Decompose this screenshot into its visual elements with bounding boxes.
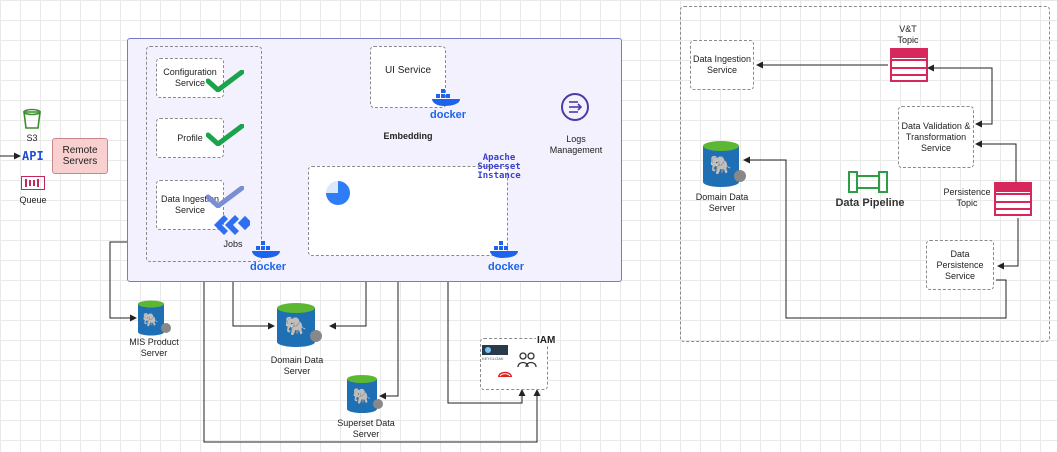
services-group xyxy=(146,46,262,262)
ui-service-box[interactable]: UI Service xyxy=(370,46,446,108)
mis-product-server-label: MIS Product Server xyxy=(129,337,179,358)
keycloak-label: KEYCLOAK xyxy=(482,356,504,361)
logs-management-icon xyxy=(560,92,590,127)
database-icon: 🐘 xyxy=(136,300,172,341)
docker-icon: docker xyxy=(430,88,467,121)
database-icon: 🐘 xyxy=(700,140,750,195)
svg-text:🐘: 🐘 xyxy=(710,155,732,176)
data-persistence-service-box[interactable]: Data Persistence Service xyxy=(926,240,994,290)
data-validation-service-label: Data Validation & Transformation Service xyxy=(901,120,971,153)
pipeline-data-ingestion-service-box[interactable]: Data Ingestion Service xyxy=(690,40,754,90)
s3-bucket-icon xyxy=(22,108,42,130)
data-pipeline-icon xyxy=(848,170,888,199)
jobs-label: Jobs xyxy=(223,239,243,249)
database-icon: 🐘 xyxy=(344,374,384,419)
data-ingestion-service-box[interactable]: Data Ingestion Service xyxy=(156,180,224,230)
checkmark-icon xyxy=(205,123,245,151)
ui-service-label: UI Service xyxy=(384,64,432,76)
pipeline-data-ingestion-service-label: Data Ingestion Service xyxy=(692,54,752,75)
data-validation-service-box[interactable]: Data Validation & Transformation Service xyxy=(898,106,974,168)
queue-icon xyxy=(21,176,45,190)
keycloak-logo-icon xyxy=(482,343,508,361)
users-group-icon xyxy=(517,350,537,373)
docker-icon: docker xyxy=(488,240,525,273)
svg-text:🐘: 🐘 xyxy=(353,387,372,405)
topic-icon xyxy=(994,182,1032,221)
profile-label: Profile xyxy=(177,132,203,143)
logs-management-label: Logs Management xyxy=(549,134,603,155)
pipeline-domain-data-server-label: Domain Data Server xyxy=(695,192,749,213)
checkmark-pending-icon xyxy=(205,185,245,213)
persistence-topic-label: Persistence Topic xyxy=(943,187,991,208)
superset-instance-box[interactable] xyxy=(308,166,508,256)
superset-data-server-label: Superset Data Server xyxy=(337,418,395,439)
redhat-sso-icon xyxy=(497,366,513,385)
embedding-label: Embedding xyxy=(378,131,438,142)
data-pipeline-region xyxy=(680,6,1050,342)
svg-text:🐘: 🐘 xyxy=(285,316,307,337)
superset-logo-icon xyxy=(323,180,353,211)
data-pipeline-title: Data Pipeline xyxy=(835,197,905,209)
queue-label: Queue xyxy=(19,195,47,205)
svg-text:🐘: 🐘 xyxy=(143,312,159,328)
s3-label: S3 xyxy=(26,133,38,143)
docker-wordmark: docker xyxy=(488,261,525,273)
data-ingestion-service-label: Data Ingestion Service xyxy=(160,194,220,215)
jobs-icon xyxy=(214,212,253,243)
domain-data-server-label: Domain Data Server xyxy=(270,355,324,376)
iam-label: IAM xyxy=(536,335,557,346)
docker-wordmark: docker xyxy=(250,261,287,273)
remote-servers-box[interactable]: Remote Servers xyxy=(52,138,108,174)
configuration-service-box[interactable]: Configuration Service xyxy=(156,58,224,98)
vt-topic-label: V&T Topic xyxy=(897,24,919,45)
docker-icon: docker xyxy=(250,240,287,273)
data-persistence-service-label: Data Persistence Service xyxy=(936,248,984,281)
configuration-service-label: Configuration Service xyxy=(163,67,217,88)
api-label: API xyxy=(22,149,44,163)
topic-icon xyxy=(890,48,928,87)
docker-wordmark: docker xyxy=(430,109,467,121)
database-icon: 🐘 xyxy=(274,302,324,353)
superset-instance-label: Apache Superset Instance xyxy=(477,153,521,181)
checkmark-icon xyxy=(205,69,245,97)
